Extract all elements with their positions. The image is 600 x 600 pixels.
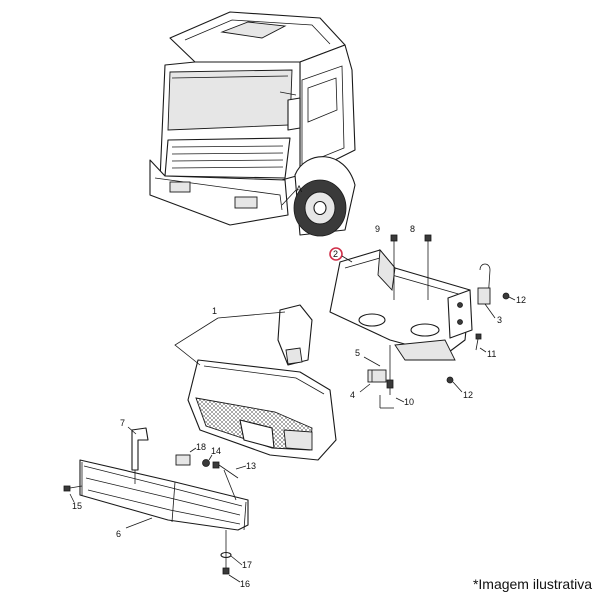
callout-6: 6 [116, 529, 121, 539]
fog-lamp-right [234, 196, 258, 209]
clip-18 [175, 454, 191, 466]
front-grille [171, 145, 284, 169]
callout-17: 17 [242, 560, 252, 570]
callout-11: 11 [487, 349, 496, 359]
callout-a: A [296, 184, 302, 194]
step-frame [79, 427, 249, 531]
callout-12-top: 12 [516, 295, 526, 305]
callout-2-highlight [329, 247, 343, 261]
illustration-disclaimer: *Imagem ilustrativa [472, 576, 592, 592]
callout-3: 3 [497, 315, 502, 325]
fog-lamp-left [169, 181, 191, 193]
bolt-13 [212, 461, 239, 501]
callout-16: 16 [240, 579, 250, 589]
callout-2: 2 [333, 249, 338, 259]
callout-14: 14 [211, 446, 221, 456]
callout-1: 1 [212, 306, 217, 316]
hook-3 [477, 263, 491, 305]
bracket-assembly [329, 248, 473, 361]
windshield [167, 69, 293, 131]
roof-hatch [220, 21, 287, 39]
callout-12-bottom: 12 [463, 390, 473, 400]
bolt-12-top [502, 292, 510, 300]
callout-7: 7 [120, 418, 125, 428]
truck-cab: A [149, 11, 356, 237]
bolt-15 [63, 485, 83, 492]
callout-10: 10 [404, 397, 414, 407]
nut-12-bottom [446, 376, 454, 384]
front-wheel [293, 179, 347, 237]
callout-4: 4 [350, 390, 355, 400]
bumper-module [187, 304, 337, 461]
bolt-16 [222, 530, 230, 575]
bolt-11 [475, 333, 482, 351]
callout-18: 18 [196, 442, 206, 452]
callout-8: 8 [410, 224, 415, 234]
clip-4 [367, 369, 387, 383]
callout-15: 15 [72, 501, 82, 511]
callout-13: 13 [246, 461, 256, 471]
callout-5: 5 [355, 348, 360, 358]
bolt-9 [390, 234, 398, 300]
bolt-10 [379, 345, 394, 409]
callout-9: 9 [375, 224, 380, 234]
nut-14 [202, 459, 210, 467]
bolt-8 [424, 234, 432, 300]
mirror [287, 97, 301, 131]
